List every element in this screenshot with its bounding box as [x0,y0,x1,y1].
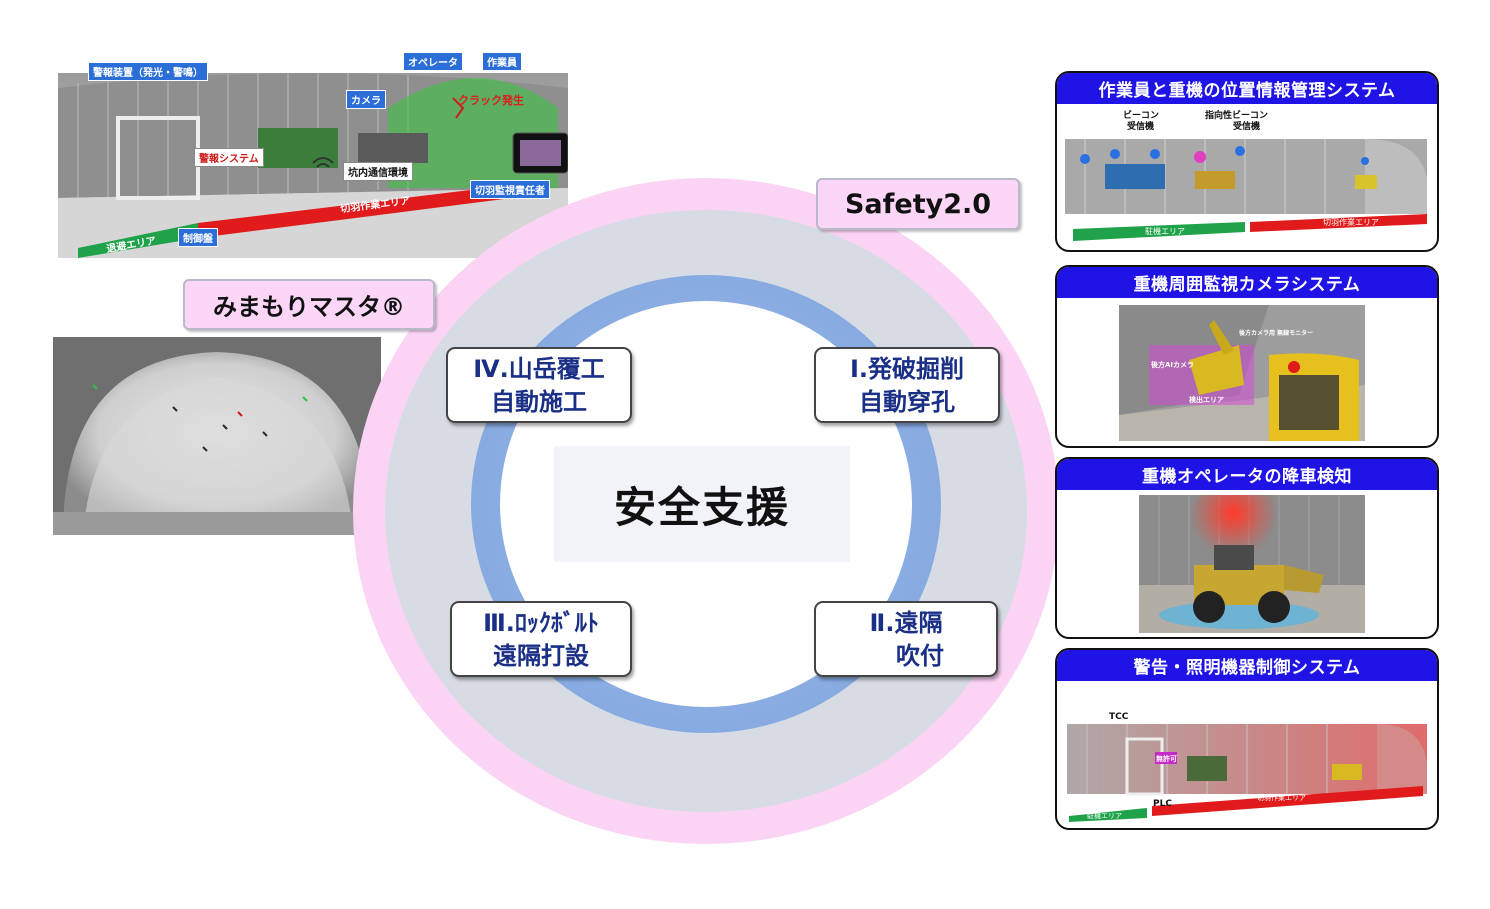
crack-label: クラック発生 [458,94,524,107]
card-title: 重機周囲監視カメラシステム [1057,267,1437,298]
tcc-label: TCC [1109,712,1129,722]
card-title: 警告・照明機器制御システム [1057,650,1437,681]
tunnel-face-graphic [53,337,381,535]
card-title: 重機オペレータの降車検知 [1057,459,1437,490]
center-box: 安全支援 [554,446,850,562]
worker-tag: 作業員 [482,52,522,71]
step-3-line2: 遠隔打設 [493,642,589,670]
directional-beacon-label: 指向性ビーコン [1205,109,1268,121]
alarm-system-label: 警報システム [194,148,264,167]
camera-tag: カメラ [346,90,386,109]
step-3-line1: Ⅲ.ﾛｯｸﾎﾞﾙﾄ [483,609,599,637]
control-panel-tag: 制御盤 [178,228,218,247]
beacon-label: ビーコン [1123,109,1159,121]
warning-lighting-control-card: 警告・照明機器制御システム TCC PLC 無許可 駐機エリア 切羽作業エリア [1055,648,1439,830]
parking-area-label: 駐機エリア [1087,811,1122,820]
card-title: 作業員と重機の位置情報管理システム [1057,73,1437,104]
camera-system-graphic: 後方AIカメラ 検出エリア 後方カメラ用 無線モニター [1119,305,1365,441]
dismount-detection-graphic [1139,495,1365,633]
step-1-box: Ⅰ.発破掘削 自動穿孔 [814,347,1000,423]
permit-label: 無許可 [1156,754,1177,763]
camera-monitoring-card: 重機周囲監視カメラシステム 後方AIカメラ 検出エリア 後方カメラ用 無線モニタ… [1055,265,1439,448]
step-4-box: Ⅳ.山岳覆工 自動施工 [446,347,632,423]
center-label: 安全支援 [613,482,790,532]
receiver-label: 受信機 [1127,120,1154,132]
step-1-line2: 自動穿孔 [859,388,955,416]
operator-dismount-card: 重機オペレータの降車検知 [1055,457,1439,639]
alarm-device-tag: 警報装置（発光・警鳴） [88,62,208,81]
step-2-line2: 吹付 [896,642,944,670]
step-2-line1: Ⅱ.遠隔 [869,609,943,637]
position-system-graphic: ビーコン 受信機 指向性ビーコン 受信機 駐機エリア 切羽作業エリア [1065,109,1427,241]
tunnel-scene-graphic [58,73,568,258]
lighting-control-graphic: TCC PLC 無許可 駐機エリア 切羽作業エリア [1067,712,1427,822]
detect-area-label: 検出エリア [1189,395,1224,404]
rear-camera-label: 後方AIカメラ [1150,360,1194,369]
step-4-line2: 自動施工 [491,388,587,416]
plc-label: PLC [1153,799,1172,809]
step-3-box: Ⅲ.ﾛｯｸﾎﾞﾙﾄ 遠隔打設 [450,601,632,677]
work-area-label: 切羽作業エリア [1257,793,1306,802]
tunnel-face-photo [53,337,381,535]
supervisor-tag: 切羽監視責任者 [470,180,550,199]
product-label: みまもりマスタ® [183,279,435,330]
safety-framework-label: Safety2.0 [816,178,1020,230]
receiver2-label: 受信機 [1233,120,1260,132]
position-management-card: 作業員と重機の位置情報管理システム ビーコン 受信機 指向性ビーコン 受信機 駐… [1055,71,1439,252]
step-1-line1: Ⅰ.発破掘削 [849,355,965,383]
work-area-label: 切羽作業エリア [1323,217,1379,227]
display-label: 後方カメラ用 無線モニター [1239,329,1313,337]
step-4-line1: Ⅳ.山岳覆工 [473,355,605,383]
tunnel-monitoring-illustration: 警報装置（発光・警鳴） オペレータ 作業員 カメラ クラック発生 警報システム … [58,48,568,258]
network-label: 坑内通信環境 [343,162,413,181]
parking-area-label: 駐機エリア [1145,226,1185,236]
step-2-box: Ⅱ.遠隔 吹付 [814,601,998,677]
operator-tag: オペレータ [403,52,463,71]
